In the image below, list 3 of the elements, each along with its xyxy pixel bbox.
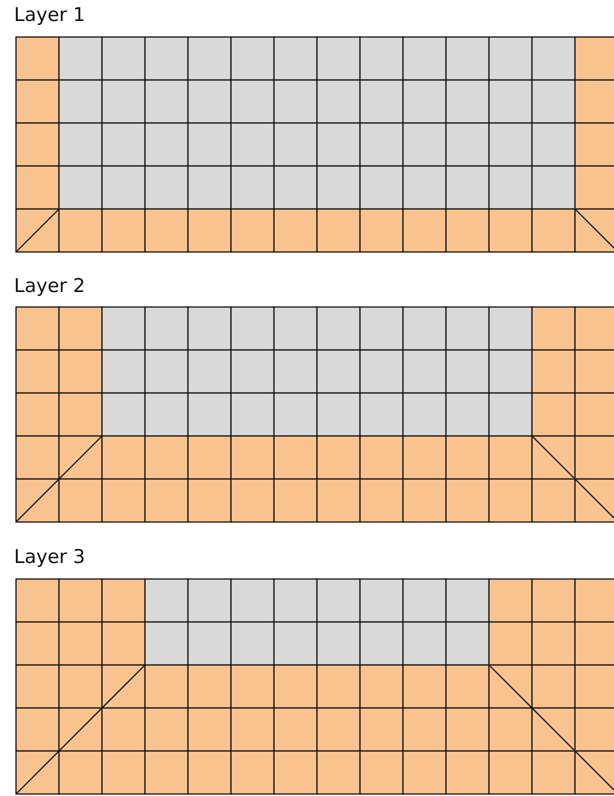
layer-label: Layer 3 — [14, 546, 86, 568]
layer-label: Layer 1 — [14, 4, 86, 26]
layer-label: Layer 2 — [14, 275, 86, 297]
